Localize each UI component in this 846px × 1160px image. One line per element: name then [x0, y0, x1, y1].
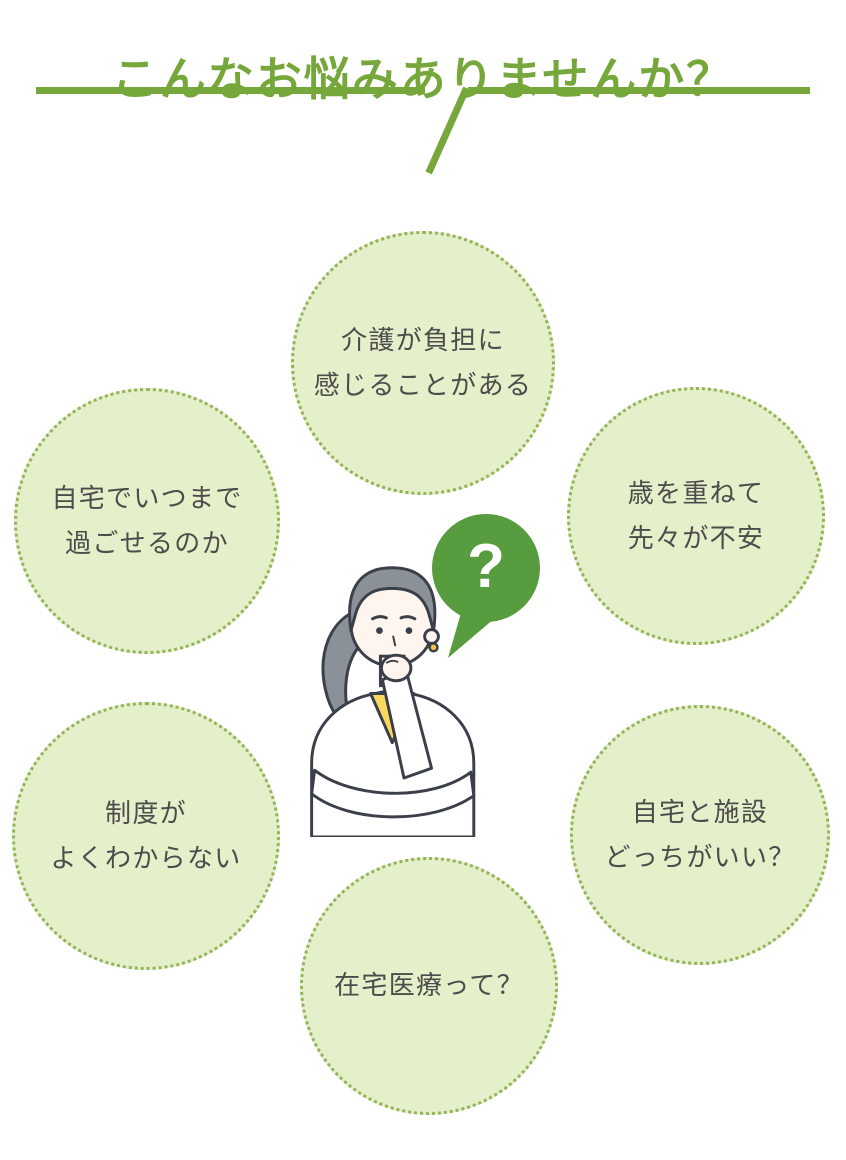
- worry-bubble-aging-anxiety: 歳を重ねて 先々が不安: [567, 387, 825, 645]
- worry-line: 先々が不安: [627, 523, 765, 553]
- question-mark-icon: ?: [467, 531, 505, 601]
- worry-line: 感じることがある: [313, 370, 533, 400]
- thinking-woman-illustration: [310, 566, 476, 837]
- title-underline-right: [468, 87, 810, 94]
- question-speech-bubble: ?: [432, 514, 540, 622]
- worry-line: 自宅でいつまで: [51, 482, 243, 513]
- worry-line: 在宅医療って？: [334, 970, 524, 1001]
- worry-text-stay-home: 自宅でいつまで 過ごせるのか: [51, 476, 242, 567]
- worry-line: 制度が: [105, 797, 187, 828]
- worry-bubble-home-medical: 在宅医療って？: [300, 857, 558, 1115]
- worry-line: 歳を重ねて: [627, 477, 765, 508]
- worry-text-care-burden: 介護が負担に 感じることがある: [314, 318, 532, 409]
- worry-line: どっちがいい？: [604, 842, 796, 872]
- worry-line: 過ごせるのか: [65, 528, 229, 558]
- worry-text-home-or-facility: 自宅と施設 どっちがいい？: [604, 790, 795, 881]
- worry-text-aging-anxiety: 歳を重ねて 先々が不安: [628, 471, 765, 562]
- worry-bubble-stay-home: 自宅でいつまで 過ごせるのか: [14, 388, 280, 654]
- worry-text-home-medical: 在宅医療って？: [334, 963, 524, 1009]
- worry-bubble-system-unclear: 制度が よくわからない: [12, 702, 280, 970]
- worry-line: 介護が負担に: [341, 324, 505, 355]
- worry-bubble-care-burden: 介護が負担に 感じることがある: [291, 231, 555, 495]
- title-underline-left: [36, 87, 425, 94]
- worry-line: 自宅と施設: [631, 796, 769, 827]
- page-title: こんなお悩みありませんか？: [111, 52, 735, 105]
- worry-line: よくわからない: [50, 843, 242, 873]
- worry-bubble-home-or-facility: 自宅と施設 どっちがいい？: [570, 705, 830, 965]
- worry-text-system-unclear: 制度が よくわからない: [50, 791, 241, 882]
